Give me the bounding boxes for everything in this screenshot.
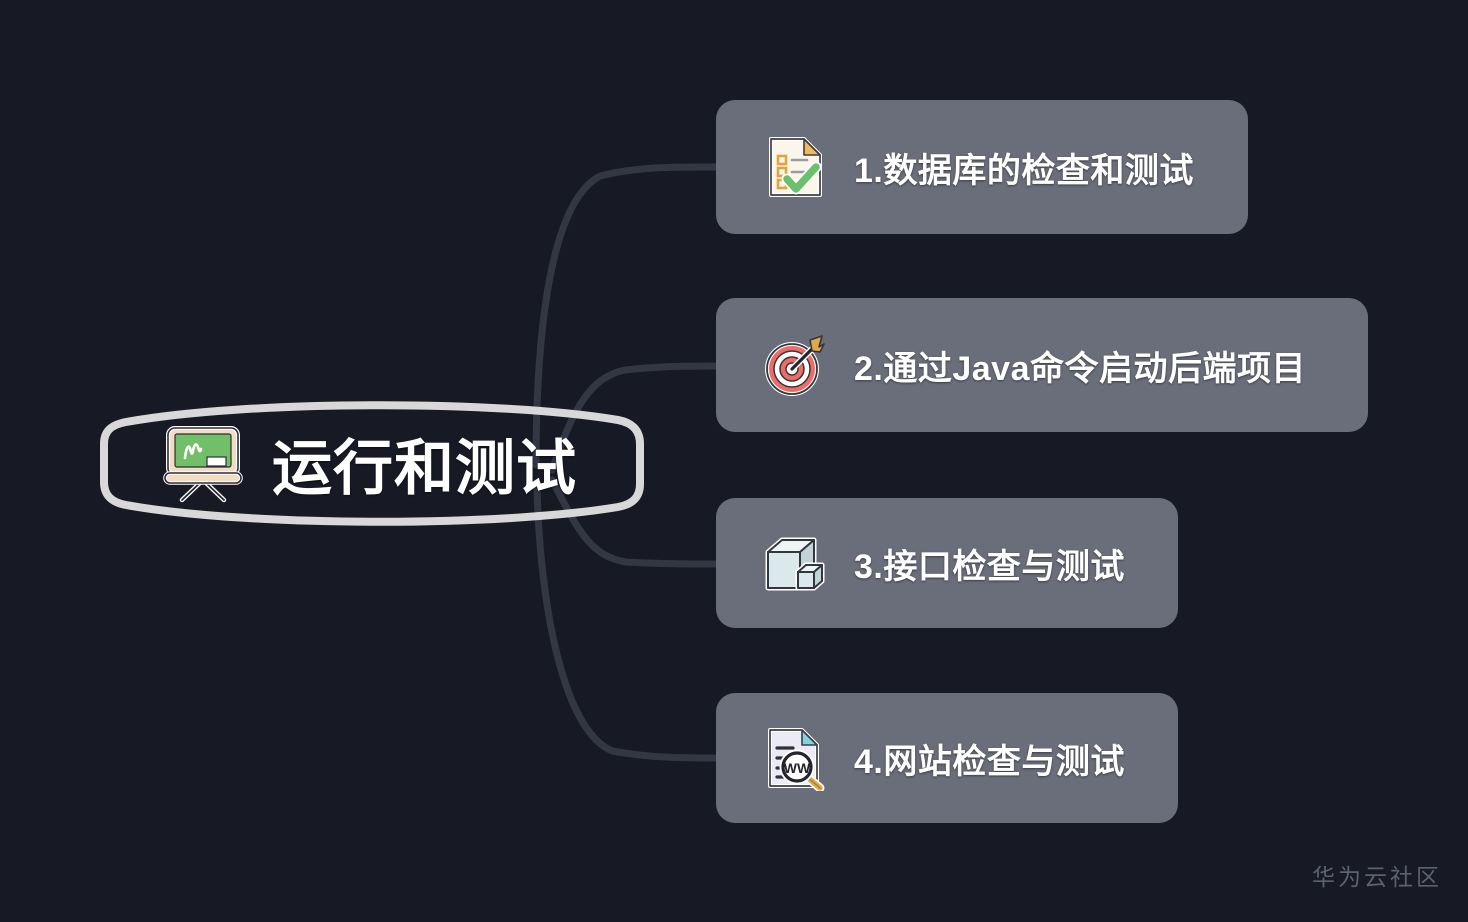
checklist-document-icon bbox=[762, 134, 828, 200]
root-node-content: 运行和测试 bbox=[98, 392, 646, 534]
svg-text:WW: WW bbox=[784, 760, 811, 776]
website-search-document-icon: WW bbox=[762, 725, 828, 791]
mindmap-node-3[interactable]: 3.接口检查与测试 bbox=[716, 498, 1178, 628]
root-node-outline bbox=[100, 401, 644, 526]
chalkboard-icon bbox=[160, 422, 246, 504]
mindmap-node-label: 4.网站检查与测试 bbox=[854, 742, 1125, 781]
mindmap-node-label: 2.通过Java命令启动后端项目 bbox=[854, 349, 1306, 388]
mindmap-node-label: 1.数据库的检查和测试 bbox=[854, 151, 1194, 190]
mindmap-node-2[interactable]: 2.通过Java命令启动后端项目 bbox=[716, 298, 1368, 432]
mindmap-node-label: 3.接口检查与测试 bbox=[854, 547, 1125, 586]
target-dartboard-icon bbox=[762, 332, 828, 398]
mindmap-node-1[interactable]: 1.数据库的检查和测试 bbox=[716, 100, 1248, 234]
root-node[interactable]: 运行和测试 bbox=[98, 392, 646, 534]
boxes-3d-icon bbox=[762, 530, 828, 596]
root-node-title: 运行和测试 bbox=[272, 434, 577, 502]
mindmap-node-4[interactable]: WW 4.网站检查与测试 bbox=[716, 693, 1178, 823]
watermark: 华为云社区 bbox=[1312, 864, 1442, 890]
